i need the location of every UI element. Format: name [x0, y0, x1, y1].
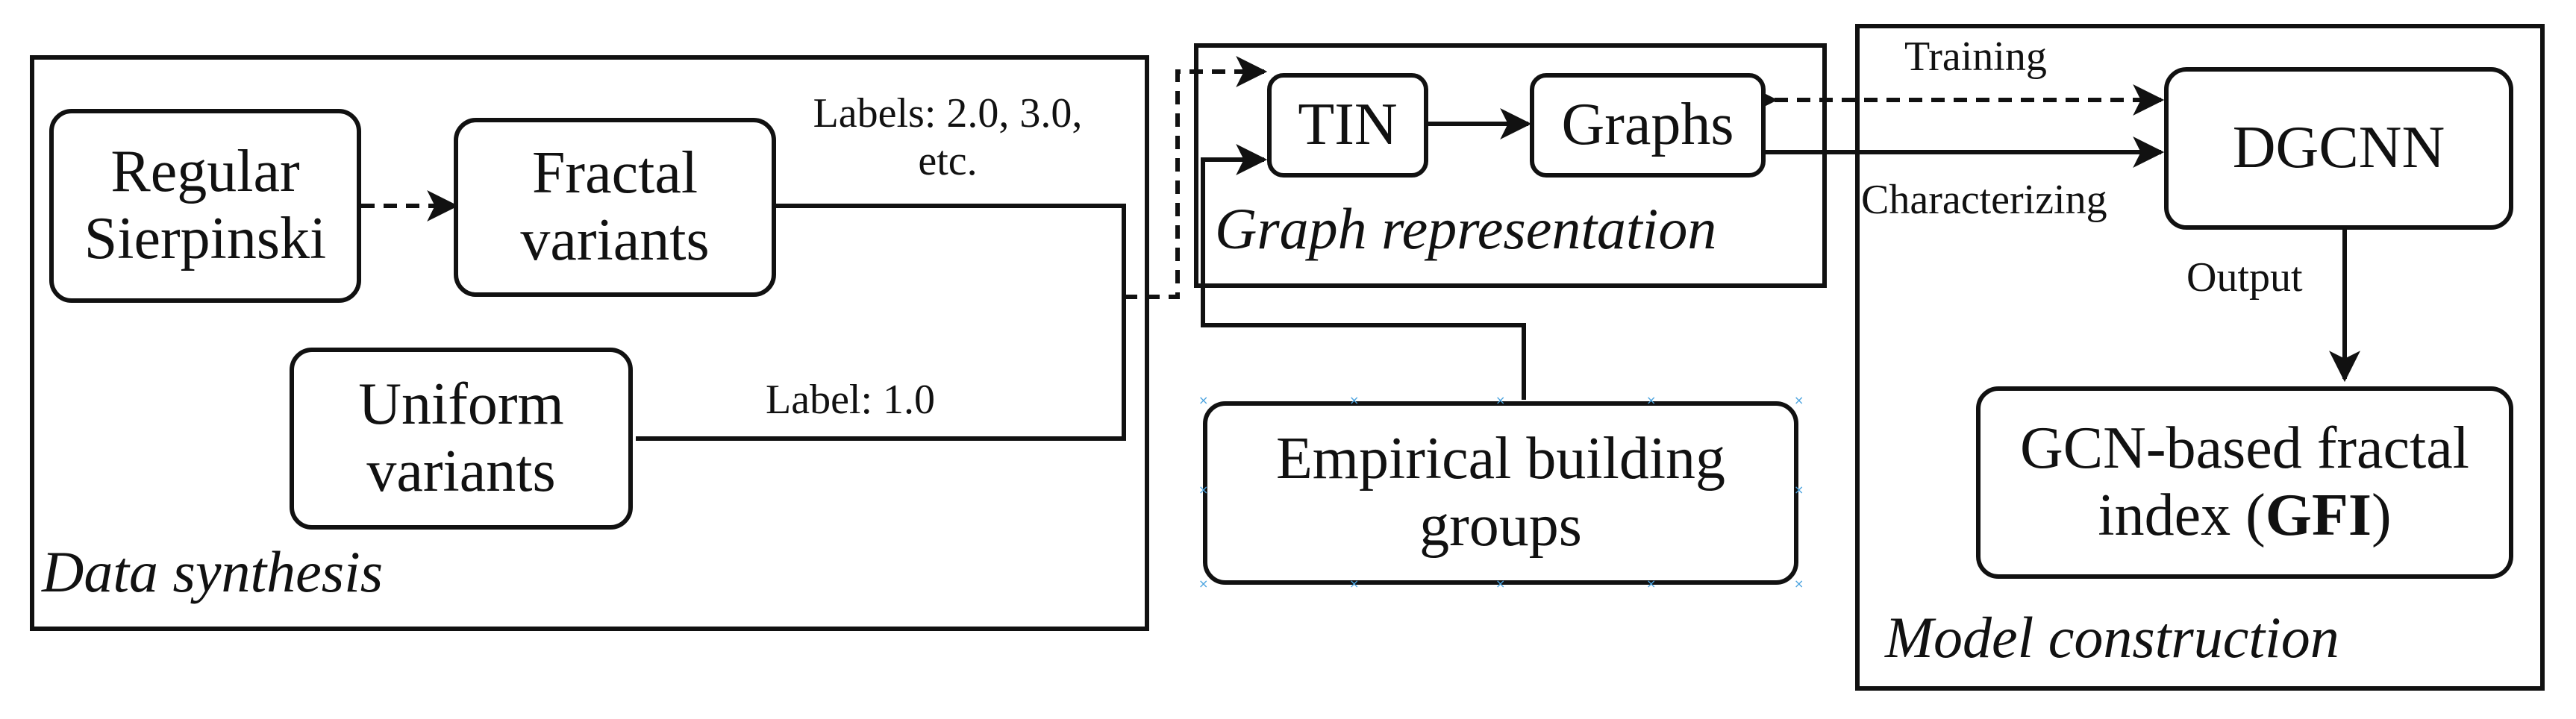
regular-sierpinski-line2: Sierpinski [84, 206, 327, 271]
dgcnn-node: DGCNN [2164, 67, 2513, 230]
selection-handle: × [1646, 577, 1657, 591]
data-synthesis-panel [30, 55, 1149, 631]
labels-fractal: Labels: 2.0, 3.0, etc. [776, 90, 1119, 186]
empirical-line2: groups [1419, 493, 1582, 559]
empirical-line1: Empirical building [1275, 426, 1726, 492]
selection-handle: × [1495, 393, 1506, 407]
gfi-line2-prefix: index ( [2098, 483, 2266, 548]
dgcnn-label: DGCNN [2232, 115, 2445, 181]
label-output: Output [2186, 254, 2303, 301]
uniform-variants-line2: variants [366, 439, 556, 504]
edge-merge-to-tin [1124, 56, 1268, 299]
fractal-variants-line1: Fractal [531, 140, 698, 207]
data-synthesis-title: Data synthesis [42, 539, 384, 604]
labels-fractal-line1: Labels: 2.0, 3.0, [813, 90, 1083, 136]
fractal-variants-line2: variants [520, 207, 710, 273]
graph-representation-panel [1194, 43, 1827, 288]
gfi-line2-suffix: ) [2371, 483, 2392, 548]
graphs-label: Graphs [1561, 92, 1734, 158]
graph-representation-title: Graph representation [1215, 196, 1717, 261]
edge-empirical-to-tin [1201, 144, 1526, 400]
tin-node: TIN [1267, 73, 1428, 178]
label-uniform: Label: 1.0 [766, 377, 936, 423]
selection-handle: × [1349, 577, 1360, 591]
gfi-line2: index (GFI) [2020, 483, 2469, 550]
selection-handle: × [1198, 577, 1209, 591]
tin-label: TIN [1298, 92, 1398, 158]
selection-handle: × [1495, 577, 1506, 591]
selection-handle: × [1349, 393, 1360, 407]
label-characterizing: Characterizing [1861, 177, 2107, 223]
label-training: Training [1904, 34, 2047, 80]
selection-handle: × [1198, 483, 1209, 497]
selection-handle: × [1198, 393, 1209, 407]
edge-uniform-to-merge [636, 297, 1126, 441]
selection-handle: × [1646, 393, 1657, 407]
model-construction-title: Model construction [1885, 605, 2339, 670]
regular-sierpinski-line1: Regular [110, 139, 300, 205]
selection-handle: × [1794, 393, 1804, 407]
edge-fractal-to-merge [773, 204, 1126, 297]
graphs-node: Graphs [1530, 73, 1766, 178]
model-construction-panel [1855, 24, 2545, 691]
gfi-node: GCN-based fractal index (GFI) [1976, 386, 2513, 579]
gfi-bold: GFI [2265, 483, 2372, 548]
uniform-variants-line1: Uniform [358, 371, 564, 438]
selection-handle: × [1794, 577, 1804, 591]
selection-handle: × [1794, 483, 1804, 497]
gfi-line1: GCN-based fractal [2020, 415, 2469, 482]
labels-fractal-line2: etc. [918, 138, 978, 185]
